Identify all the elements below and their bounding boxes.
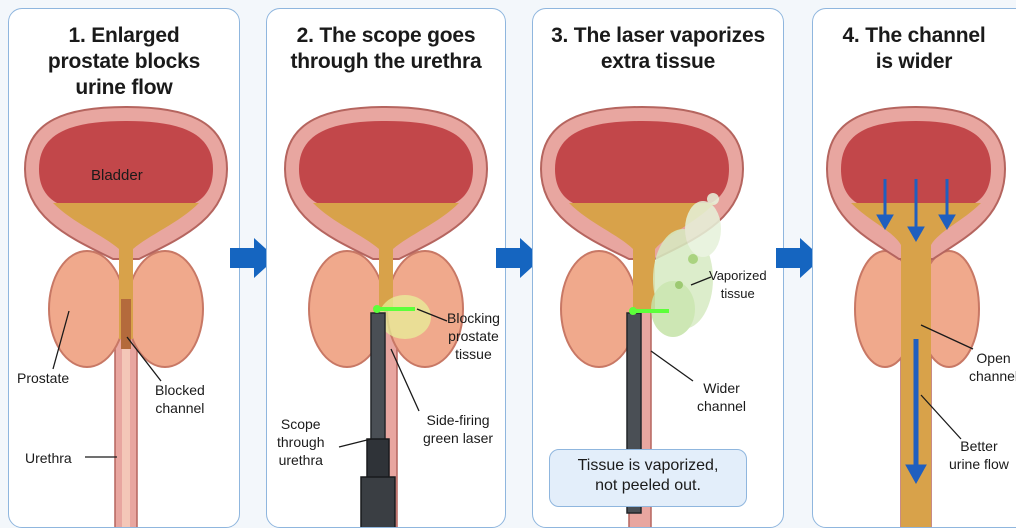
label-vaporized-tissue: Vaporized tissue — [709, 267, 767, 303]
label-scope-urethra: Scope through urethra — [277, 415, 324, 469]
label-open-channel: Open channel — [969, 349, 1016, 385]
label-green-laser: Side-firing green laser — [423, 411, 493, 447]
panel-2: 2. The scope goes through the urethra Bl… — [266, 8, 506, 528]
panel-4: 4. The channel is wider Open channel Bet… — [812, 8, 1016, 528]
label-better-flow: Better urine flow — [949, 437, 1009, 473]
label-blocked-channel: Blocked channel — [155, 381, 205, 417]
label-prostate: Prostate — [17, 369, 69, 387]
panel-3: 3. The laser vaporizes extra tissue Vapo… — [532, 8, 784, 528]
panel-1: 1. Enlarged prostate blocks urine flow B… — [8, 8, 240, 528]
label-blocking-tissue: Blocking prostate tissue — [447, 309, 500, 363]
note-box: Tissue is vaporized, not peeled out. — [549, 449, 747, 507]
label-bladder: Bladder — [91, 167, 143, 185]
label-urethra: Urethra — [25, 449, 72, 467]
label-wider-channel: Wider channel — [697, 379, 746, 415]
